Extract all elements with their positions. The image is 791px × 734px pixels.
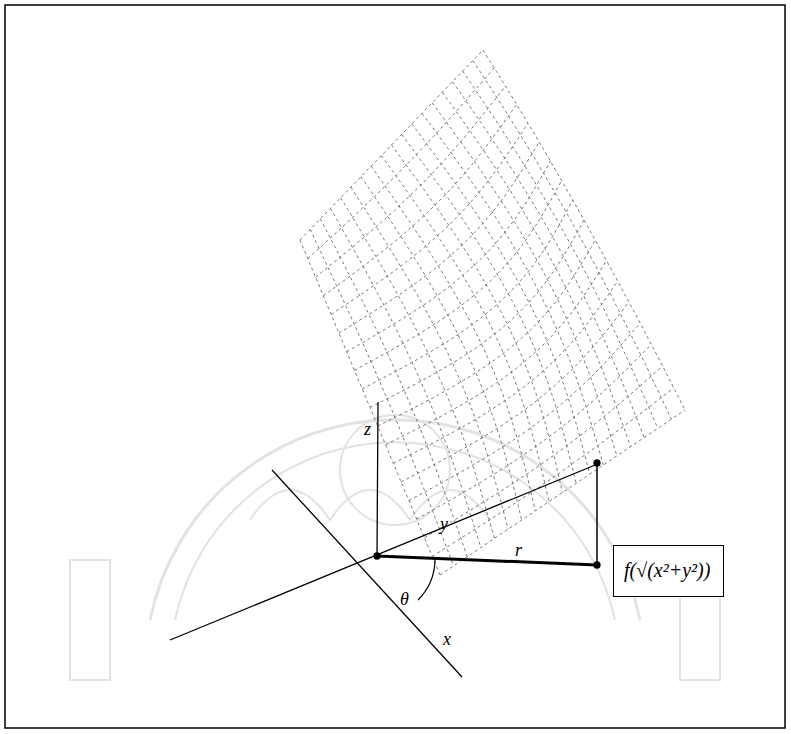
mesh-line (362, 200, 573, 389)
mesh-line (370, 220, 584, 408)
mesh-line (463, 71, 658, 428)
mesh-line (339, 142, 539, 333)
mesh-line (371, 166, 535, 511)
surface-mesh (300, 50, 685, 575)
mesh-line (409, 323, 640, 501)
mesh-line (316, 86, 506, 277)
mesh-line (483, 50, 685, 410)
axes (170, 402, 600, 677)
mesh-line (432, 103, 617, 456)
mesh-line (402, 134, 576, 483)
mesh-line (331, 208, 481, 547)
mesh-line (341, 198, 495, 539)
formula-box: f(√(x²+y²)) (613, 545, 724, 597)
mesh-line (432, 388, 674, 557)
mesh-line (361, 177, 522, 520)
mesh-line (453, 82, 645, 438)
mesh-line (442, 92, 630, 447)
mesh-line (422, 113, 603, 465)
axis-label: z (364, 420, 371, 438)
mesh-line (381, 156, 549, 502)
mesh-line (308, 68, 494, 259)
axis-label: x (443, 630, 451, 648)
mesh-line (473, 61, 672, 420)
mesh-line (393, 281, 617, 463)
mesh-line (424, 366, 662, 538)
axis-label: θ (400, 590, 409, 608)
mesh-line (347, 161, 551, 352)
axis-label: y (440, 515, 448, 533)
frame (5, 5, 785, 728)
axis-label: r (515, 541, 522, 559)
mesh-line (351, 187, 508, 529)
mesh-line (378, 240, 595, 426)
formula-text: f(√(x²+y²)) (624, 558, 713, 582)
mesh-line (401, 302, 629, 482)
mesh-line (320, 219, 467, 557)
mesh-line (331, 123, 528, 314)
mesh-line (354, 181, 561, 371)
mesh-line (386, 261, 607, 445)
